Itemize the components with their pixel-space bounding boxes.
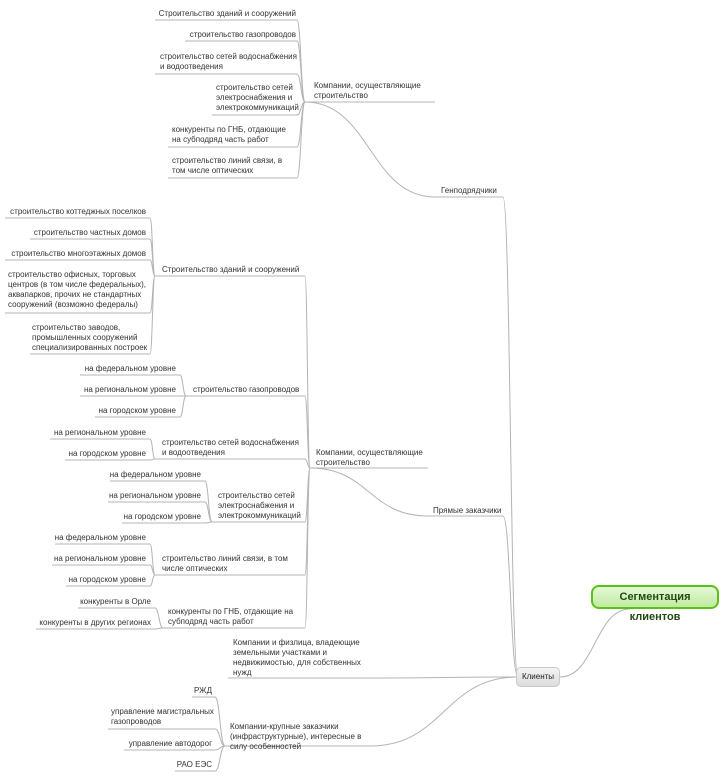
connector: [369, 676, 519, 679]
clients-node[interactable]: Клиенты: [516, 667, 560, 687]
pr-comm-regional[interactable]: на региональном уровне: [53, 554, 146, 563]
pr-competitors-orel[interactable]: конкуренты в Орле: [80, 597, 151, 606]
landowners-node[interactable]: Компании и физлица, владеющие земельными…: [233, 638, 361, 677]
pr-buildings-item-cottage[interactable]: строительство коттеджных поселков: [10, 207, 146, 216]
root-node[interactable]: Сегментация клиентов: [591, 585, 719, 623]
pr-gas-federal[interactable]: на федеральном уровне: [84, 364, 176, 373]
connector: [502, 515, 519, 678]
pr-buildings-node[interactable]: Строительство зданий и сооружений: [162, 265, 300, 274]
pr-company-node[interactable]: Компании, осуществляющие строительство: [316, 448, 423, 467]
pr-gas-regional[interactable]: на региональном уровне: [83, 385, 176, 394]
connector: [296, 73, 306, 103]
pr-power-node[interactable]: строительство сетей электроснабжения и э…: [218, 491, 301, 520]
connector: [149, 458, 156, 461]
pr-competitors-other[interactable]: конкуренты в других регионах: [39, 618, 151, 627]
gen-item-competitors[interactable]: конкуренты по ГНБ, отдающие на субподряд…: [172, 125, 287, 144]
pryamye-node[interactable]: Прямые заказчики: [433, 506, 502, 515]
connector: [154, 627, 164, 630]
pr-comm-node[interactable]: строительство линий связи, в том числе о…: [162, 554, 288, 573]
connector: [204, 521, 213, 524]
connector: [304, 467, 311, 629]
infra-roads[interactable]: управление автодорог: [128, 739, 212, 748]
pr-gas-city[interactable]: на городском уровне: [98, 406, 176, 415]
pr-water-city[interactable]: на городском уровне: [68, 449, 146, 458]
pr-comm-federal[interactable]: на федеральном уровне: [54, 533, 146, 542]
pr-buildings-item-private[interactable]: строительство частных домов: [33, 228, 146, 237]
gen-company-node[interactable]: Компании, осуществляющие строительство: [314, 81, 421, 100]
pr-comm-city[interactable]: на городском уровне: [68, 575, 146, 584]
connector: [214, 696, 226, 747]
connector: [296, 101, 306, 179]
connector: [304, 101, 436, 198]
pr-buildings-item-multistorey[interactable]: строительство многоэтажных домов: [11, 249, 146, 258]
connector: [559, 608, 631, 678]
pr-power-regional[interactable]: на региональном уровне: [108, 491, 201, 500]
connector: [304, 395, 311, 469]
pr-power-federal[interactable]: на федеральном уровне: [109, 470, 201, 479]
connector: [304, 458, 311, 469]
connector: [214, 745, 226, 772]
connector: [204, 501, 213, 523]
gen-item-gas[interactable]: строительство газопроводов: [189, 30, 296, 39]
pr-buildings-item-offices[interactable]: строительство офисных, торговых центров …: [8, 270, 147, 309]
connector: [369, 676, 519, 747]
infra-gas-pipelines[interactable]: управление магистральных газопроводов: [111, 707, 214, 726]
pr-competitors-node[interactable]: конкуренты по ГНБ, отдающие на субподряд…: [168, 607, 294, 626]
genpodryadchiki-node[interactable]: Генподрядчики: [441, 186, 497, 195]
connector: [309, 467, 429, 517]
gen-item-power[interactable]: строительство сетей электроснабжения и э…: [216, 83, 299, 112]
pr-gas-node[interactable]: строительство газопроводов: [193, 385, 300, 394]
connector: [179, 395, 187, 418]
pr-power-city[interactable]: на городском уровне: [123, 512, 201, 521]
infra-rzd[interactable]: РЖД: [193, 686, 212, 695]
connector: [502, 196, 519, 678]
pr-water-regional[interactable]: на региональном уровне: [53, 428, 146, 437]
connector: [154, 607, 164, 629]
infra-rao-ees[interactable]: РАО ЕЭС: [176, 760, 212, 769]
connector: [149, 275, 156, 355]
connector: [179, 374, 187, 397]
gen-item-water[interactable]: строительство сетей водоснабжения и водо…: [160, 52, 297, 71]
connector: [149, 574, 156, 587]
pr-buildings-item-plants[interactable]: строительство заводов, промышленных соор…: [32, 323, 148, 352]
gen-item-comm[interactable]: строительство линий связи, в том числе о…: [172, 156, 283, 175]
connector: [304, 275, 311, 469]
gen-item-buildings[interactable]: Строительство зданий и сооружений: [158, 9, 296, 18]
connector: [214, 728, 226, 747]
connector: [149, 438, 156, 460]
connector: [204, 480, 213, 523]
connector: [149, 259, 156, 277]
infra-node[interactable]: Компании-крупные заказчики (инфраструкту…: [230, 722, 362, 751]
pr-water-node[interactable]: строительство сетей водоснабжения и водо…: [162, 438, 299, 457]
